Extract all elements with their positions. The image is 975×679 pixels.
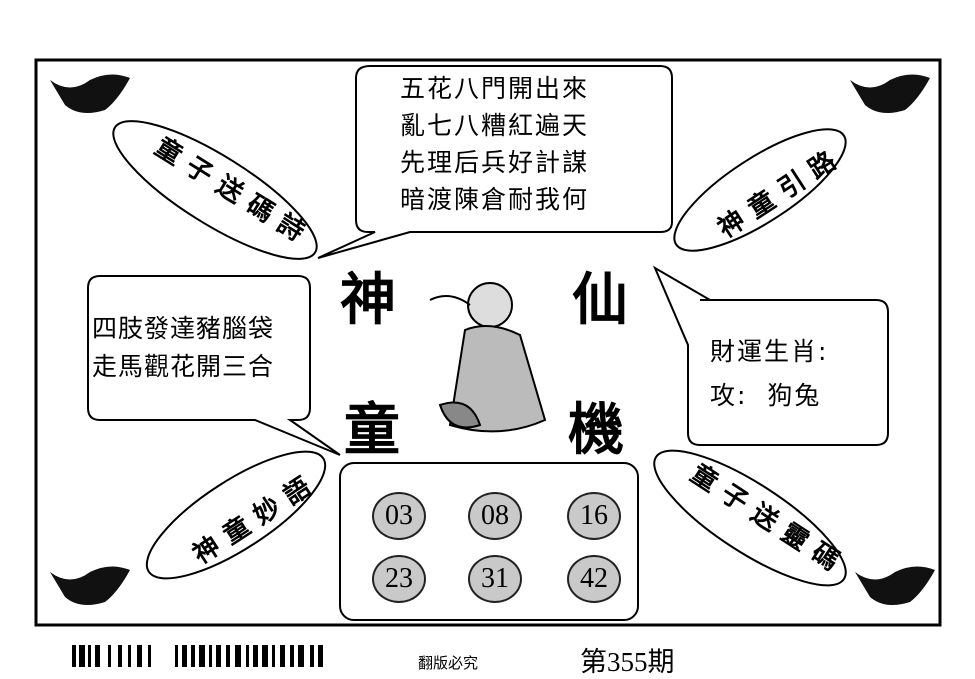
zodiac-line: 攻: 狗兔	[710, 381, 822, 410]
title-char: 機	[568, 397, 624, 463]
child-figure	[429, 282, 547, 433]
ingot-icon	[50, 74, 130, 114]
title-char: 仙	[572, 267, 628, 333]
bubble-line: 走馬觀花開三合	[92, 352, 275, 381]
number-ball: 31	[468, 555, 522, 603]
bubble-line: 四肢發達豬腦袋	[92, 314, 275, 343]
number-ball: 16	[567, 492, 621, 540]
left-bubble-text: 四肢發達豬腦袋 走馬觀花開三合	[92, 310, 274, 386]
poem-line: 亂七八糟紅遍天	[400, 111, 590, 140]
poem-line: 先理后兵好計謀	[400, 148, 590, 177]
number-ball: 42	[567, 555, 621, 603]
barcode	[72, 645, 323, 667]
title-char: 神	[340, 267, 396, 333]
poem-line: 五花八門開出來	[400, 74, 590, 103]
right-bubble-text: 財運生肖: 攻: 狗兔	[710, 330, 828, 418]
title-char: 童	[344, 397, 400, 463]
poem-text: 五花八門開出來 亂七八糟紅遍天 先理后兵好計謀 暗渡陳倉耐我何	[400, 70, 589, 218]
zodiac-title: 財運生肖:	[710, 337, 829, 366]
poem-line: 暗渡陳倉耐我何	[400, 185, 590, 214]
number-ball: 23	[372, 555, 426, 603]
number-ball: 08	[468, 492, 522, 540]
copyright-notice: 翻版必究	[418, 654, 479, 672]
number-ball: 03	[372, 492, 426, 540]
issue-number: 第355期	[580, 647, 675, 677]
